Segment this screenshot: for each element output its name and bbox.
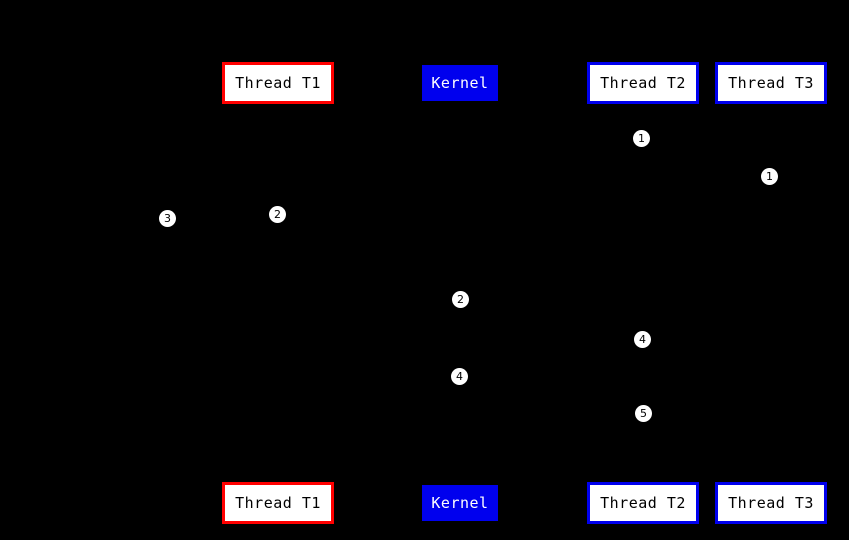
participant-label-thread-t2: Thread T2 xyxy=(600,73,686,92)
participant-label-thread-t1: Thread T1 xyxy=(235,73,321,92)
participant-footer-label-thread-t3: Thread T3 xyxy=(728,493,814,512)
lifeline-thread-t3 xyxy=(771,104,772,482)
step-badge-t2-1: 1 xyxy=(633,130,650,147)
participant-footer-label-thread-t1: Thread T1 xyxy=(235,493,321,512)
participant-header-kernel[interactable]: Kernel xyxy=(422,65,498,101)
participant-footer-thread-t3[interactable]: Thread T3 xyxy=(715,482,827,524)
participant-header-thread-t2[interactable]: Thread T2 xyxy=(587,62,699,104)
step-badge-t3-1: 1 xyxy=(761,168,778,185)
participant-footer-label-kernel: Kernel xyxy=(431,493,489,512)
participant-label-thread-t3: Thread T3 xyxy=(728,73,814,92)
message-arrow-2 xyxy=(460,186,771,187)
message-arrow-4 xyxy=(278,309,460,310)
participant-header-thread-t1[interactable]: Thread T1 xyxy=(222,62,334,104)
lifeline-thread-t2 xyxy=(643,104,644,482)
step-badge-left-3: 3 xyxy=(159,210,176,227)
message-arrow-5 xyxy=(460,348,643,349)
step-badge-t2-4: 4 xyxy=(634,331,651,348)
message-arrow-7 xyxy=(460,423,643,424)
message-arrow-6 xyxy=(460,386,643,387)
step-badge-kernel-2: 2 xyxy=(452,291,469,308)
message-arrow-3 xyxy=(278,224,460,225)
step-badge-t1-2: 2 xyxy=(269,206,286,223)
step-badge-kernel-4: 4 xyxy=(451,368,468,385)
step-badge-t2-5: 5 xyxy=(635,405,652,422)
participant-header-thread-t3[interactable]: Thread T3 xyxy=(715,62,827,104)
participant-footer-kernel[interactable]: Kernel xyxy=(422,485,498,521)
participant-label-kernel: Kernel xyxy=(431,73,489,92)
message-arrow-1 xyxy=(460,148,643,149)
lifeline-thread-t1 xyxy=(278,104,279,482)
participant-footer-thread-t2[interactable]: Thread T2 xyxy=(587,482,699,524)
participant-footer-label-thread-t2: Thread T2 xyxy=(600,493,686,512)
participant-footer-thread-t1[interactable]: Thread T1 xyxy=(222,482,334,524)
